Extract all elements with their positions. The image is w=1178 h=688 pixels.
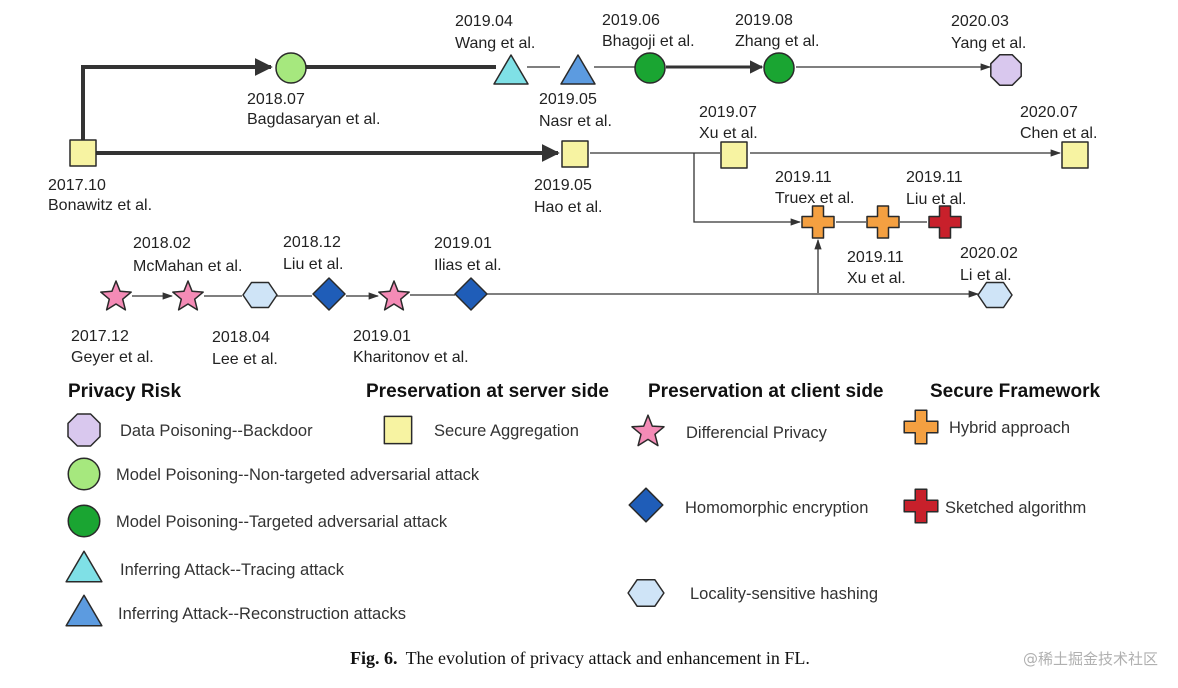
legend-tracing-icon: [65, 550, 103, 583]
node-author-geyer: Geyer et al.: [71, 349, 154, 366]
node-author-nasr: Nasr et al.: [539, 113, 612, 130]
legend-label-dp: Differencial Privacy: [686, 424, 828, 442]
legend-hybrid-icon: [903, 409, 939, 445]
legend-lsh-icon: [627, 579, 665, 607]
node-author-hao: Hao et al.: [534, 199, 602, 216]
legend-label-targeted: Model Poisoning--Targeted adversarial at…: [116, 513, 448, 531]
node-author-lee: Lee et al.: [212, 351, 278, 368]
node-date-mcmahan: 2018.02: [133, 235, 191, 252]
legend-label-backdoor: Data Poisoning--Backdoor: [120, 422, 313, 440]
node-author-zhang: Zhang et al.: [735, 33, 820, 50]
legend-sketched-icon: [903, 488, 939, 524]
node-author-chen: Chen et al.: [1020, 125, 1097, 142]
node-geyer-dp-icon: [100, 280, 132, 311]
edge-bonawitz-hao: [81, 138, 560, 162]
node-lee-lsh-icon: [242, 281, 278, 309]
node-date-yang: 2020.03: [951, 13, 1009, 30]
node-date-kharitonov: 2019.01: [353, 328, 411, 345]
node-xu1-secure-aggregation-icon: [720, 141, 748, 169]
node-author-xu1: Xu et al.: [699, 125, 758, 142]
node-author-bhagoji: Bhagoji et al.: [602, 33, 695, 50]
node-liu1-he-icon: [312, 277, 346, 311]
node-author-ilias: Ilias et al.: [434, 257, 502, 274]
edge-bonawitz-bagdasaryan: [81, 58, 273, 138]
node-author-xu2: Xu et al.: [847, 270, 906, 287]
node-yang-backdoor-icon: [990, 54, 1022, 86]
node-wang-tracing-icon: [493, 54, 529, 85]
node-author-li: Li et al.: [960, 267, 1012, 284]
legend-header-client: Preservation at client side: [648, 381, 884, 402]
node-date-wang: 2019.04: [455, 13, 513, 30]
node-date-hao: 2019.05: [534, 177, 592, 194]
node-date-nasr: 2019.05: [539, 91, 597, 108]
node-bhagoji-targeted-icon: [634, 52, 666, 84]
node-date-li: 2020.02: [960, 245, 1018, 262]
node-nasr-reconstruction-icon: [560, 54, 596, 85]
node-bonawitz-secure-aggregation-icon: [69, 139, 97, 167]
legend-he-icon: [628, 487, 664, 523]
legend-label-sketched: Sketched algorithm: [945, 499, 1086, 517]
watermark: @稀土掘金技术社区: [1023, 650, 1158, 668]
legend-targeted-icon: [67, 504, 101, 538]
legend-label-he: Homomorphic encryption: [685, 499, 868, 517]
node-author-mcmahan: McMahan et al.: [133, 258, 242, 275]
edge-hao-truex: [693, 153, 802, 226]
node-truex-hybrid-icon: [801, 205, 835, 239]
node-ilias-he-icon: [454, 277, 488, 311]
legend-label-secure-aggregation: Secure Aggregation: [434, 422, 579, 440]
node-author-liu1: Liu et al.: [283, 256, 343, 273]
legend-secure-aggregation-icon: [383, 415, 413, 445]
node-date-chen: 2020.07: [1020, 104, 1078, 121]
legend-label-lsh: Locality-sensitive hashing: [690, 585, 878, 603]
node-date-truex: 2019.11: [775, 169, 832, 186]
node-bagdasaryan-non-targeted-icon: [275, 52, 307, 84]
legend-header-framework: Secure Framework: [930, 381, 1100, 402]
node-date-ilias: 2019.01: [434, 235, 492, 252]
node-liu2-sketched-icon: [928, 205, 962, 239]
legend-non-targeted-icon: [67, 457, 101, 491]
legend-label-hybrid: Hybrid approach: [949, 419, 1070, 437]
node-date-bhagoji: 2019.06: [602, 12, 660, 29]
node-hao-secure-aggregation-icon: [561, 140, 589, 168]
node-author-yang: Yang et al.: [951, 35, 1026, 52]
node-date-xu2: 2019.11: [847, 249, 904, 266]
node-date-bonawitz: 2017.10: [48, 177, 106, 194]
node-zhang-targeted-icon: [763, 52, 795, 84]
node-author-liu2: Liu et al.: [906, 191, 966, 208]
timeline-nodes: [69, 52, 1089, 311]
node-date-geyer: 2017.12: [71, 328, 129, 345]
node-kharitonov-dp-icon: [378, 280, 410, 311]
node-date-zhang: 2019.08: [735, 12, 793, 29]
node-date-bagdasaryan: 2018.07: [247, 91, 305, 108]
node-mcmahan-dp-icon: [172, 280, 204, 311]
legend-header-server: Preservation at server side: [366, 381, 609, 402]
legend-dp-icon: [631, 414, 665, 447]
node-date-xu1: 2019.07: [699, 104, 757, 121]
caption-label: Fig. 6.: [350, 648, 398, 668]
legend-label-reconstruction: Inferring Attack--Reconstruction attacks: [118, 605, 406, 623]
legend-label-tracing: Inferring Attack--Tracing attack: [120, 561, 345, 579]
node-author-kharitonov: Kharitonov et al.: [353, 349, 469, 366]
legend-header-risk: Privacy Risk: [68, 381, 181, 402]
legend-backdoor-icon: [67, 413, 101, 447]
legend-reconstruction-icon: [65, 594, 103, 627]
node-author-bonawitz: Bonawitz et al.: [48, 197, 152, 214]
node-author-wang: Wang et al.: [455, 35, 535, 52]
node-author-truex: Truex et al.: [775, 190, 854, 207]
legend: Privacy Risk Preservation at server side…: [65, 381, 1100, 627]
node-xu2-hybrid-icon: [866, 205, 900, 239]
node-author-bagdasaryan: Bagdasaryan et al.: [247, 111, 380, 128]
node-chen-secure-aggregation-icon: [1061, 141, 1089, 169]
node-date-liu2: 2019.11: [906, 169, 963, 186]
legend-label-non-targeted: Model Poisoning--Non-targeted adversaria…: [116, 466, 480, 484]
node-date-lee: 2018.04: [212, 329, 270, 346]
node-date-liu1: 2018.12: [283, 234, 341, 251]
node-li-lsh-icon: [977, 281, 1013, 309]
caption-text: The evolution of privacy attack and enha…: [406, 648, 810, 668]
figure-caption: Fig. 6. The evolution of privacy attack a…: [350, 648, 810, 668]
